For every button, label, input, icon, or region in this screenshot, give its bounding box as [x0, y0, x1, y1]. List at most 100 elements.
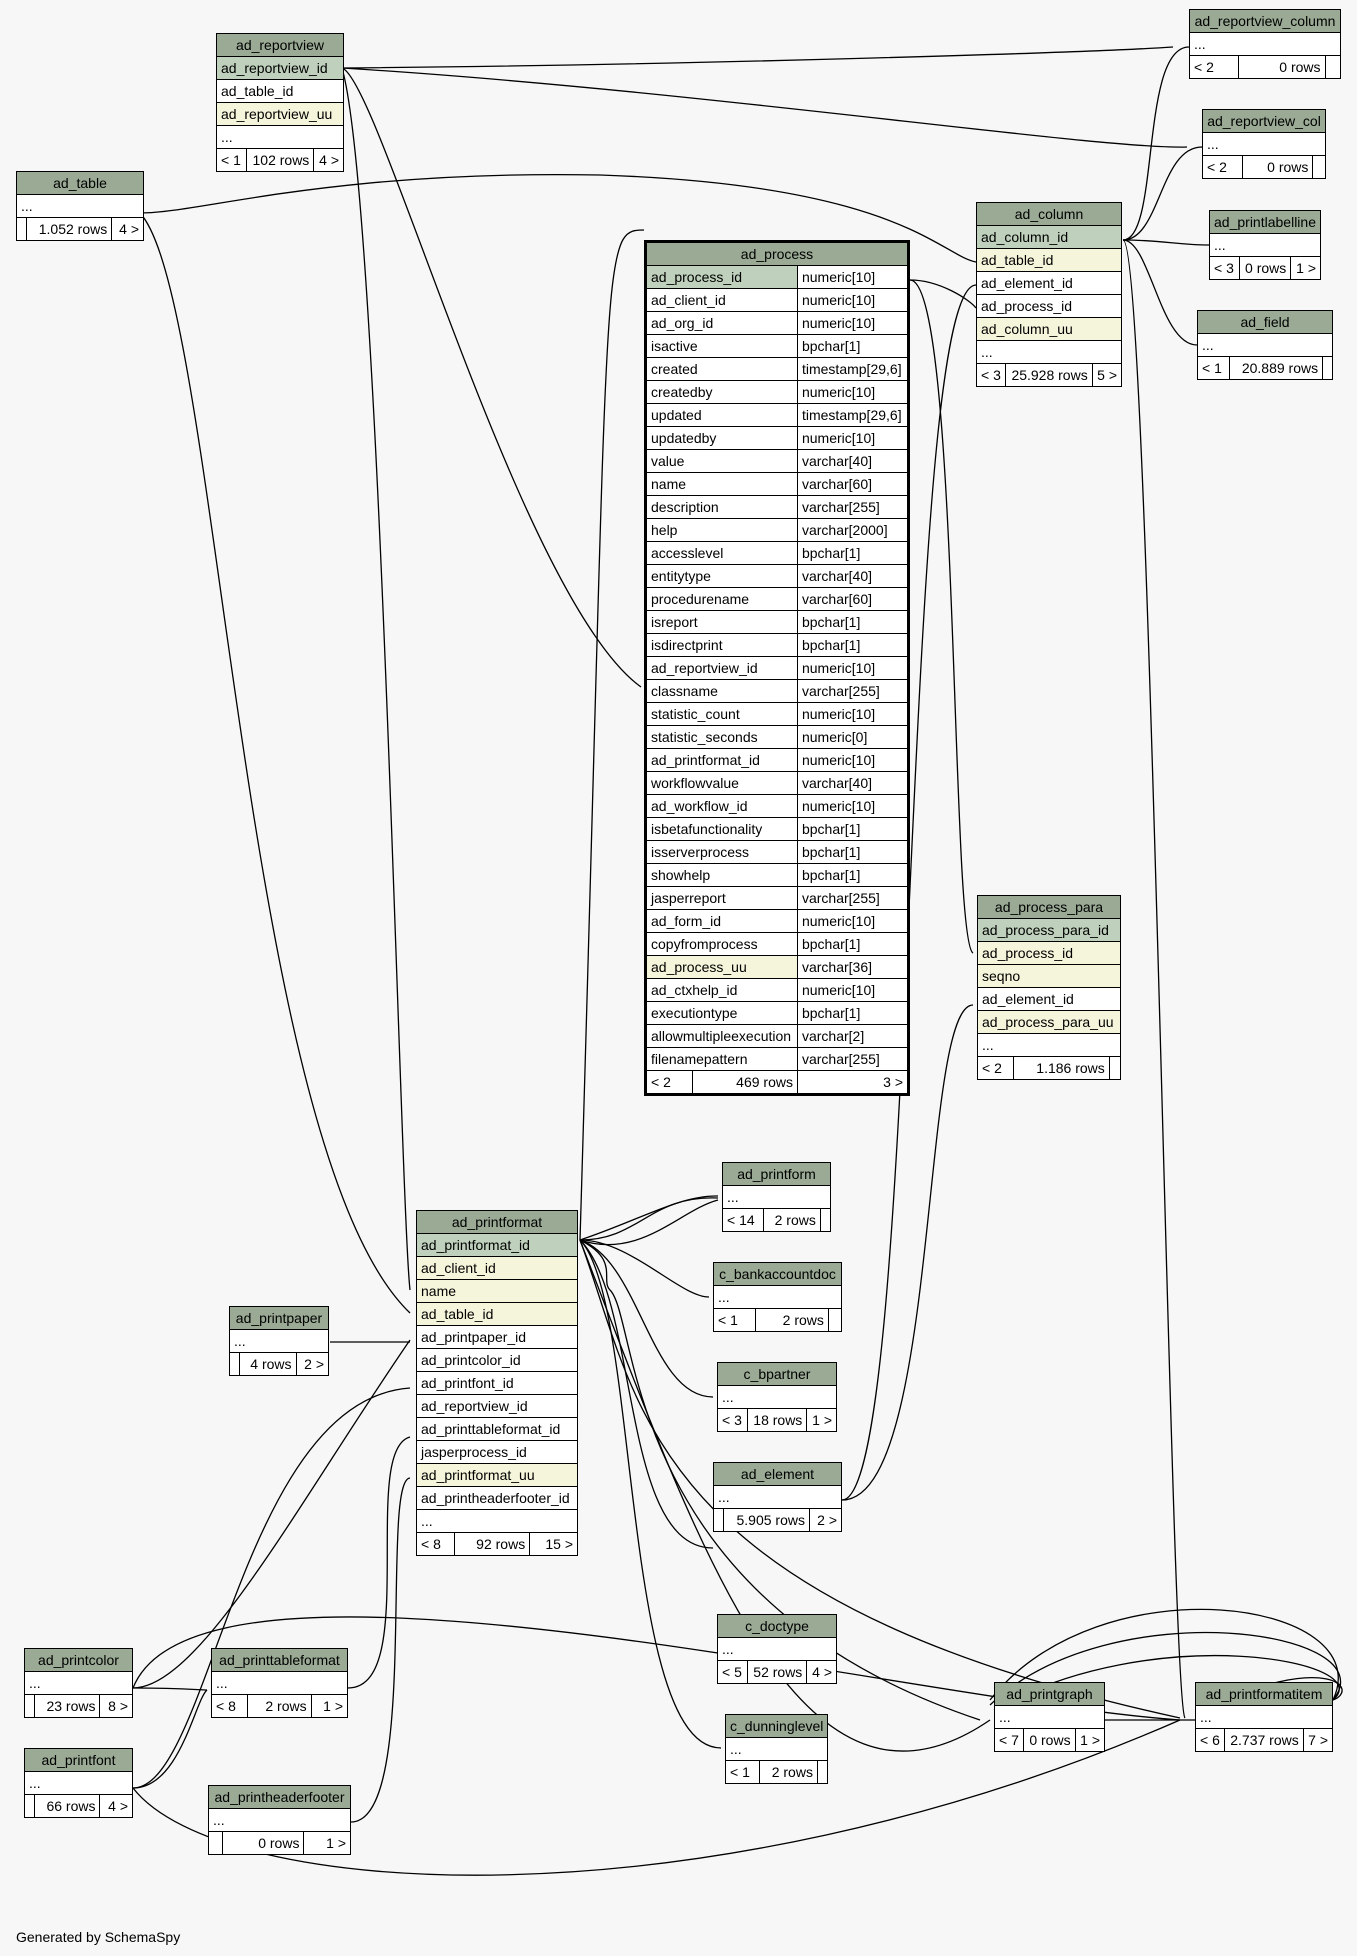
- relationship-edge: [1122, 146, 1203, 241]
- column-name: ad_form_id: [645, 909, 798, 933]
- table-header: ad_printheaderfooter: [208, 1785, 351, 1809]
- row-count: 20.889 rows: [1228, 356, 1324, 380]
- child-count: 4 >: [99, 1794, 133, 1818]
- relationship-edge: [989, 1631, 1342, 1706]
- child-count: 4 >: [111, 217, 144, 241]
- column-name: ...: [216, 125, 344, 149]
- column-name: ...: [722, 1185, 831, 1209]
- row-count: 469 rows: [692, 1070, 798, 1095]
- table-header: ad_printgraph: [994, 1682, 1105, 1706]
- column-type: varchar[2]: [796, 1024, 910, 1048]
- table-header: ad_column: [976, 202, 1122, 226]
- column-name: created: [645, 357, 798, 381]
- row-count: 18 rows: [746, 1408, 808, 1432]
- relationship-edge: [841, 1004, 974, 1501]
- column-type: numeric[0]: [796, 725, 910, 749]
- column-name: isactive: [645, 334, 798, 358]
- column-type: bpchar[1]: [796, 840, 910, 864]
- parent-count: < 2: [644, 1070, 694, 1095]
- child-count: [816, 1760, 829, 1784]
- column-name: jasperreport: [645, 886, 798, 910]
- parent-count: < 3: [975, 363, 1007, 387]
- column-type: varchar[60]: [796, 587, 910, 611]
- parent-count: < 1: [1197, 356, 1230, 380]
- column-name: accesslevel: [645, 541, 798, 565]
- row-count: 102 rows: [245, 148, 315, 172]
- table-header: ad_printlabelline: [1209, 210, 1321, 234]
- child-count: 1 >: [1290, 256, 1321, 280]
- column-type: numeric[10]: [796, 265, 910, 289]
- column-name: jasperprocess_id: [416, 1440, 578, 1464]
- child-count: [827, 1308, 843, 1332]
- relationship-edge: [341, 67, 411, 1291]
- column-name: ad_element_id: [976, 271, 1122, 295]
- column-name: ad_reportview_id: [645, 656, 798, 680]
- row-count: 23 rows: [34, 1694, 101, 1718]
- row-count: 5.905 rows: [722, 1508, 810, 1532]
- column-name: ad_printpaper_id: [416, 1325, 578, 1349]
- column-name: ad_process_uu: [645, 955, 798, 979]
- column-type: bpchar[1]: [796, 863, 910, 887]
- child-count: 1 >: [1074, 1728, 1106, 1752]
- parent-count: [228, 1352, 241, 1376]
- table-header: ad_printfont: [24, 1748, 133, 1772]
- table-header: ad_reportview: [216, 33, 344, 57]
- column-name: ...: [1197, 333, 1333, 357]
- row-count: 2.737 rows: [1224, 1728, 1304, 1752]
- child-count: 1 >: [303, 1831, 351, 1855]
- column-type: bpchar[1]: [796, 541, 910, 565]
- table-header: ad_table: [16, 171, 144, 195]
- relationship-edge: [579, 1239, 714, 1398]
- parent-count: < 1: [713, 1308, 756, 1332]
- child-count: 1 >: [310, 1694, 349, 1718]
- column-type: varchar[40]: [796, 771, 910, 795]
- table-header: ad_printcolor: [24, 1648, 133, 1672]
- relationship-edge: [341, 67, 642, 688]
- column-name: seqno: [977, 964, 1121, 988]
- parent-count: < 8: [416, 1532, 455, 1556]
- column-type: bpchar[1]: [796, 817, 910, 841]
- column-type: bpchar[1]: [796, 932, 910, 956]
- parent-count: < 1: [725, 1760, 760, 1784]
- column-name: name: [645, 472, 798, 496]
- parent-count: [713, 1508, 724, 1532]
- table-header: c_doctype: [717, 1614, 837, 1638]
- column-name: ad_org_id: [645, 311, 798, 335]
- parent-count: [16, 217, 27, 241]
- column-type: bpchar[1]: [796, 610, 910, 634]
- column-type: bpchar[1]: [796, 1001, 910, 1025]
- column-type: numeric[10]: [796, 288, 910, 312]
- column-name: ...: [1189, 32, 1341, 56]
- column-name: ad_table_id: [416, 1302, 578, 1326]
- column-name: ad_process_para_id: [977, 918, 1121, 942]
- column-name: allowmultipleexecution: [645, 1024, 798, 1048]
- column-name: ad_ctxhelp_id: [645, 978, 798, 1002]
- column-name: ...: [994, 1705, 1105, 1729]
- relationship-edge: [579, 1239, 714, 1549]
- column-name: isdirectprint: [645, 633, 798, 657]
- column-name: ...: [416, 1509, 578, 1533]
